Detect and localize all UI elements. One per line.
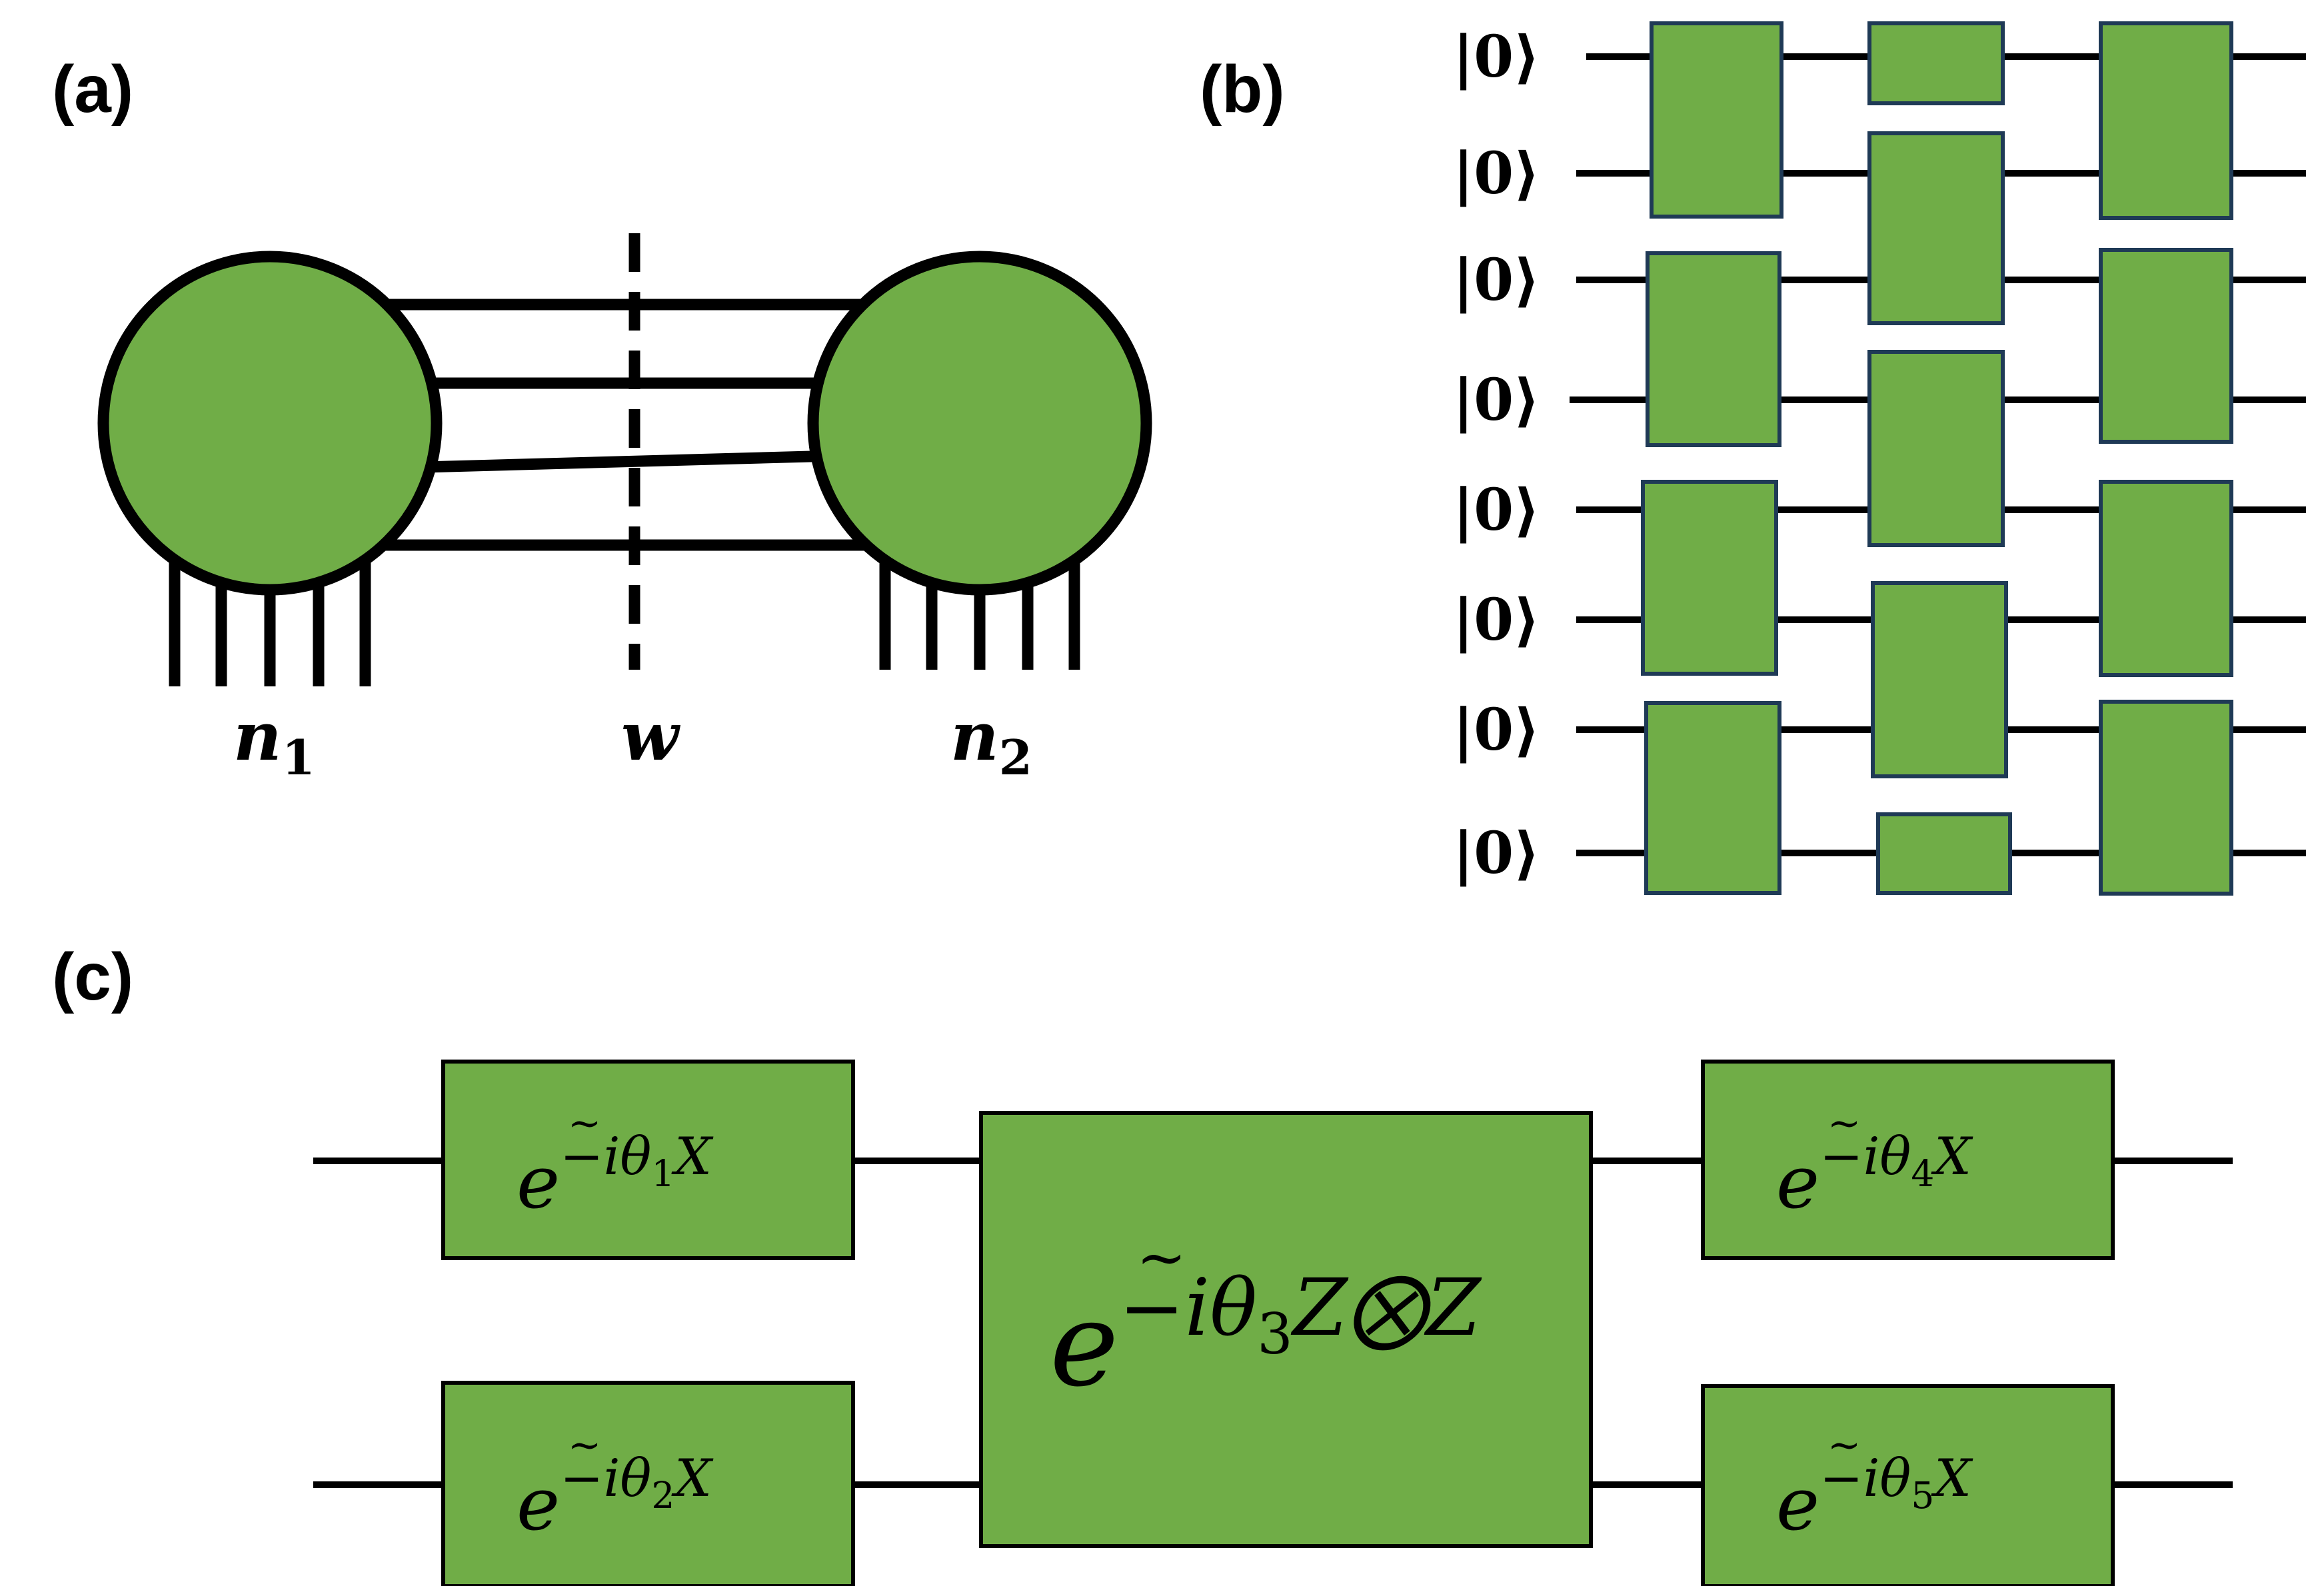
two-qubit-gate: [1646, 251, 1781, 447]
rx-gate-2: [441, 1381, 855, 1586]
two-qubit-gate: [1867, 350, 2005, 547]
rx-gate-5: [1701, 1384, 2115, 1586]
two-qubit-gate: [1650, 21, 1783, 219]
panel-a: (a) n1 w n2: [52, 52, 1152, 786]
qubit-label: |0⟩: [1453, 820, 1540, 887]
cut-label: w: [621, 697, 680, 776]
qubit-label: |0⟩: [1453, 586, 1540, 654]
gate-label-4: e−iθ4X: [1776, 1127, 1973, 1225]
panel-c-label: (c): [52, 940, 133, 1014]
qubit-label: |0⟩: [1453, 140, 1540, 207]
gate-labels: e−iθ1X ~ e−iθ2X ~ e−iθ3Z⨂Z ~ e−iθ4X ~ e−…: [517, 1100, 1973, 1547]
two-qubit-gate: [1641, 480, 1778, 676]
left-node-legs: [169, 560, 371, 686]
gate-label-3: e−iθ3Z⨂Z: [1050, 1261, 1482, 1413]
rx-gate-4: [1701, 1060, 2115, 1260]
qubit-labels: |0⟩ |0⟩ |0⟩ |0⟩ |0⟩ |0⟩ |0⟩ |0⟩: [1453, 23, 1540, 887]
panel-a-label: (a): [52, 52, 133, 127]
right-tensor-node: [807, 251, 1152, 596]
gate-label-1: e−iθ1X: [517, 1127, 714, 1225]
two-qubit-gate: [2099, 480, 2233, 677]
panel-c: (c) e−iθ1X ~ e−iθ2X ~ e−iθ3Z⨂Z ~ e−iθ4X …: [52, 940, 2233, 1586]
two-qubit-gate: [1871, 581, 2008, 778]
right-node-label: n2: [950, 697, 1032, 786]
qubit-label: |0⟩: [1453, 367, 1540, 434]
two-qubit-gate: [2099, 248, 2233, 444]
panel-b-label: (b): [1200, 52, 1285, 127]
bond-lines: [373, 299, 880, 551]
two-qubit-gate: [1867, 131, 2005, 325]
single-qubit-gate: [1867, 21, 2005, 105]
tilde-mark: ~: [568, 1422, 601, 1469]
qubit-label: |0⟩: [1453, 476, 1540, 544]
circuit-layer-1: [1641, 21, 1783, 895]
qubit-label: |0⟩: [1453, 247, 1540, 314]
two-qubit-gate: [2099, 700, 2233, 896]
rx-gate-1: [441, 1060, 855, 1260]
tilde-mark: ~: [1136, 1223, 1186, 1293]
tilde-mark: ~: [568, 1100, 601, 1147]
gate-label-2: e−iθ2X: [517, 1449, 714, 1547]
panel-b: (b) |0⟩ |0⟩ |0⟩ |0⟩ |0⟩ |0⟩ |0⟩ |0⟩: [1200, 21, 2306, 896]
zz-gate: [979, 1111, 1593, 1548]
circuit-layer-3: [2099, 21, 2233, 896]
qubit-label: |0⟩: [1453, 23, 1540, 91]
decomposition-gates: [441, 1060, 2115, 1586]
two-qubit-gate: [2099, 21, 2233, 220]
gate-label-5: e−iθ5X: [1776, 1449, 1973, 1547]
tilde-mark: ~: [1827, 1422, 1861, 1469]
two-qubit-gate: [1644, 701, 1781, 895]
tilde-mark: ~: [1827, 1100, 1861, 1147]
left-tensor-node: [97, 251, 443, 596]
left-node-label: n1: [233, 697, 315, 786]
single-qubit-gate: [1876, 812, 2012, 895]
qubit-label: |0⟩: [1453, 696, 1540, 764]
circuit-layer-2: [1867, 21, 2012, 895]
